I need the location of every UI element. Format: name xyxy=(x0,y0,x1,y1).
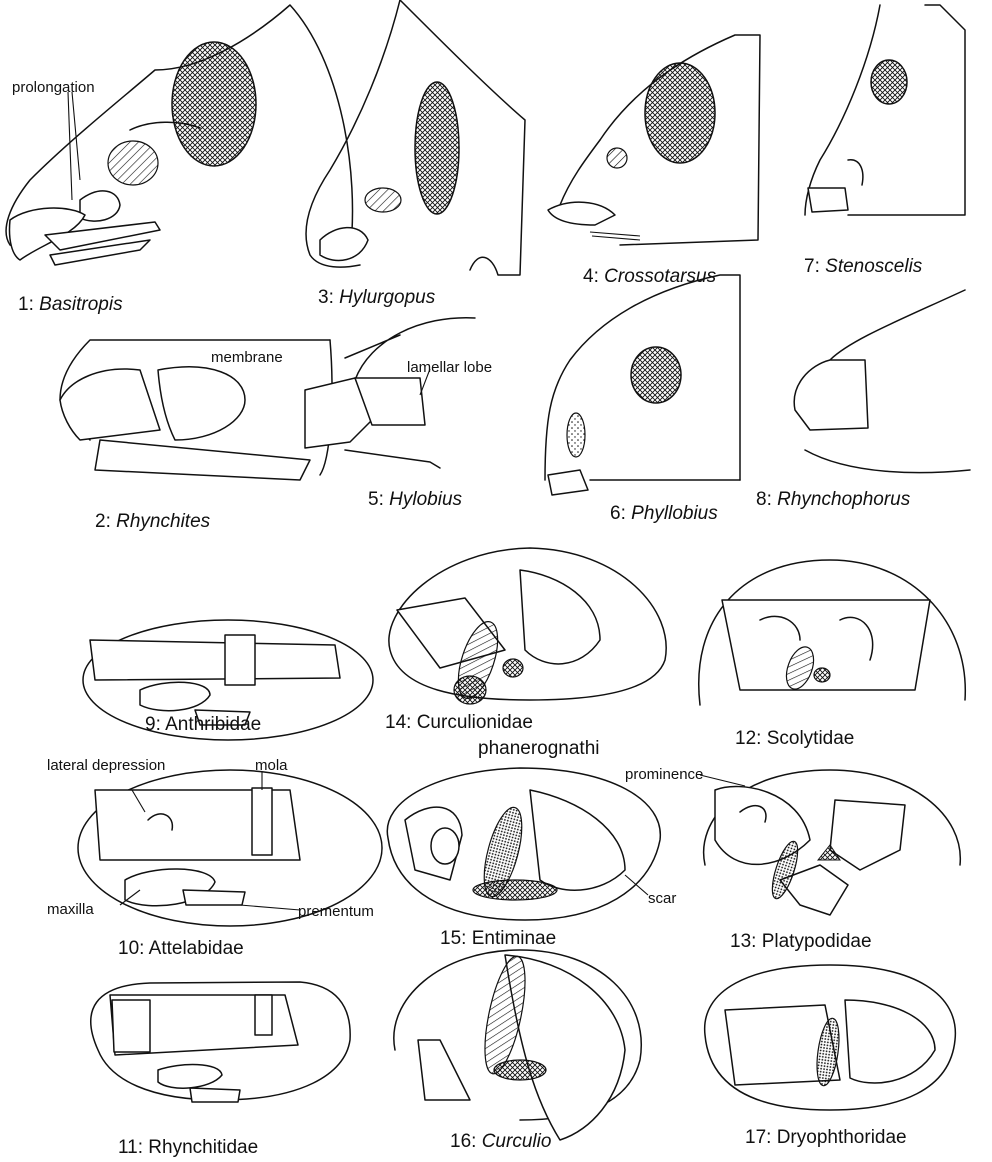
caption-fig-6: 6: Phyllobius xyxy=(610,503,718,524)
caption-fig-3: 3: Hylurgopus xyxy=(318,287,436,308)
caption-fig-5: 5: Hylobius xyxy=(368,489,463,510)
caption-fig-4: 4: Crossotarsus xyxy=(583,266,717,287)
caption-fig-1: 1: Basitropis xyxy=(18,294,123,315)
caption-fig-13: 13: Platypodidae xyxy=(730,931,872,952)
annotation-lateral-depression: lateral depression xyxy=(47,757,165,774)
fig-14-mouthparts xyxy=(389,548,666,704)
fig-7-head xyxy=(805,5,965,215)
annotation-prolongation: prolongation xyxy=(12,79,95,96)
fig-17-mouthparts xyxy=(705,965,956,1110)
fig-12-mouthparts xyxy=(699,560,966,705)
fig-3-head xyxy=(306,0,525,275)
caption-fig-11: 11: Rhynchitidae xyxy=(118,1137,258,1158)
annotation-mola: mola xyxy=(255,757,288,774)
annotation-prementum: prementum xyxy=(298,903,374,920)
eye-6 xyxy=(631,347,681,403)
caption-fig-17: 17: Dryophthoridae xyxy=(745,1127,907,1148)
caption-fig-15: 15: Entiminae xyxy=(440,928,556,949)
fig-13-mouthparts xyxy=(700,770,960,915)
annotation-maxilla: maxilla xyxy=(47,901,94,918)
eye-1 xyxy=(172,42,256,166)
caption-fig-14-line2: phanerognathi xyxy=(478,738,600,759)
fig-2-head xyxy=(60,340,332,480)
eye-3 xyxy=(415,82,459,214)
caption-fig-9: 9: Anthribidae xyxy=(145,714,261,735)
annotation-membrane: membrane xyxy=(211,349,283,366)
caption-fig-2: 2: Rhynchites xyxy=(95,511,211,532)
fig-8-head xyxy=(794,290,970,473)
fig-16-mouthparts xyxy=(394,950,641,1140)
caption-fig-14: 14: Curculionidae xyxy=(385,712,533,733)
caption-fig-10: 10: Attelabidae xyxy=(118,938,244,959)
fig-4-head xyxy=(548,35,760,245)
fig-11-mouthparts xyxy=(91,982,350,1102)
fig-15-mouthparts xyxy=(387,768,660,920)
caption-fig-16: 16: Curculio xyxy=(450,1131,551,1152)
fig-6-head xyxy=(545,275,740,495)
eye-7 xyxy=(871,60,907,104)
caption-fig-7: 7: Stenoscelis xyxy=(804,256,923,277)
annotation-scar: scar xyxy=(648,890,676,907)
caption-fig-8: 8: Rhynchophorus xyxy=(756,489,911,510)
caption-fig-12: 12: Scolytidae xyxy=(735,728,854,749)
annotation-prominence: prominence xyxy=(625,766,703,783)
eye-4 xyxy=(645,63,715,163)
annotation-lamellar-lobe: lamellar lobe xyxy=(407,359,492,376)
fig-1-head xyxy=(6,5,352,265)
